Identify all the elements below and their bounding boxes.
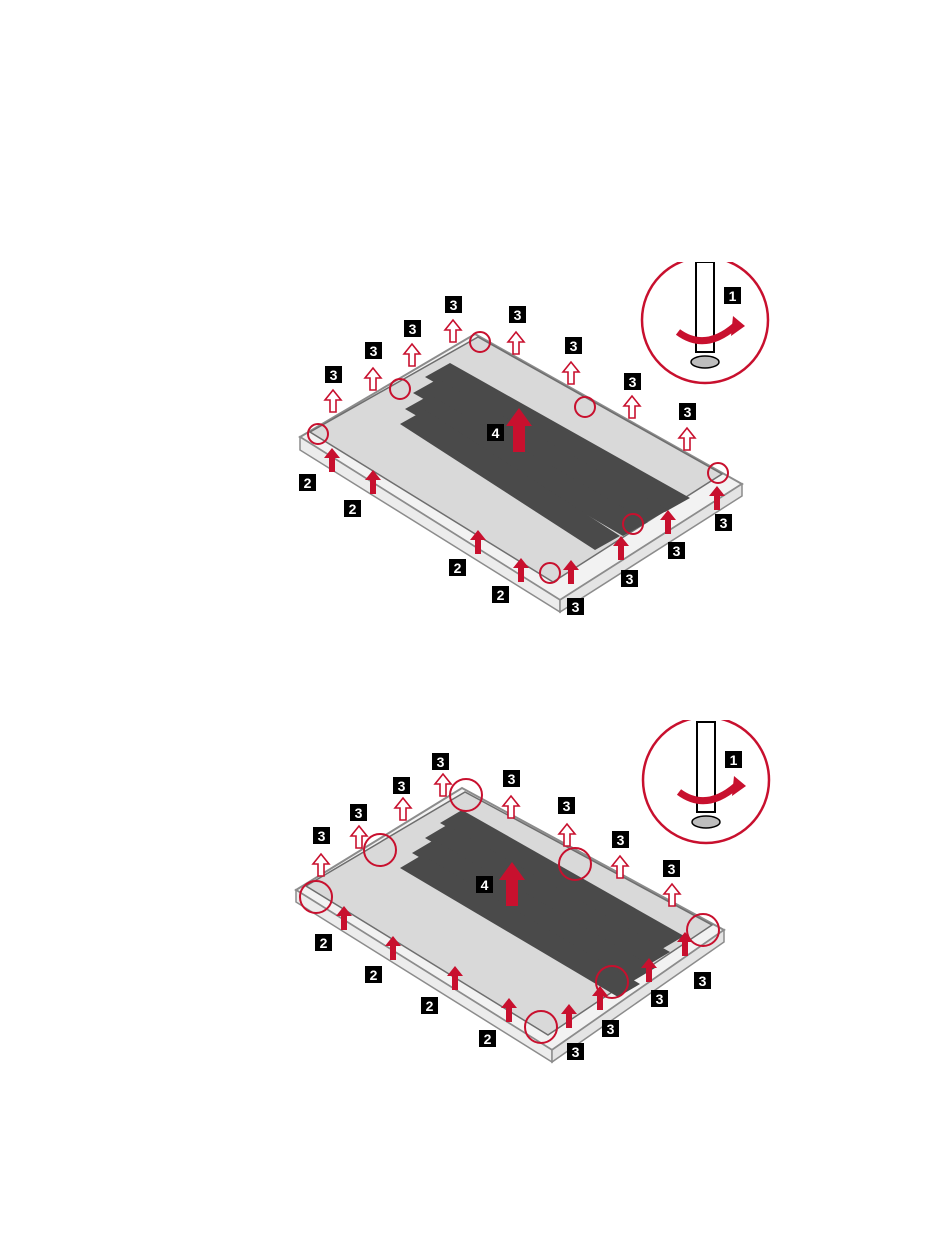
figure-1-svg: 1 4 2 2 2 2 3 3 3 3 3 3 3 3 3 3 — [0, 262, 950, 682]
svg-text:3: 3 — [626, 571, 634, 587]
svg-text:3: 3 — [572, 1044, 580, 1060]
svg-text:3: 3 — [617, 832, 625, 848]
svg-text:3: 3 — [514, 307, 522, 323]
svg-text:2: 2 — [370, 967, 378, 983]
svg-text:3: 3 — [629, 374, 637, 390]
step-label-4: 4 — [476, 876, 493, 893]
svg-text:3: 3 — [668, 861, 676, 877]
svg-text:2: 2 — [320, 935, 328, 951]
svg-text:2: 2 — [304, 475, 312, 491]
svg-text:3: 3 — [656, 991, 664, 1007]
step-label-1: 1 — [725, 751, 742, 768]
svg-text:4: 4 — [481, 877, 489, 893]
svg-text:1: 1 — [729, 288, 737, 304]
svg-text:2: 2 — [484, 1031, 492, 1047]
svg-text:3: 3 — [370, 343, 378, 359]
step-label-1: 1 — [724, 287, 741, 304]
svg-text:2: 2 — [454, 560, 462, 576]
svg-text:3: 3 — [318, 828, 326, 844]
svg-text:3: 3 — [684, 404, 692, 420]
svg-text:3: 3 — [570, 338, 578, 354]
figure-1: 1 4 2 2 2 2 3 3 3 3 3 3 3 3 3 3 — [0, 262, 950, 682]
step-label-4: 4 — [487, 424, 504, 441]
screwdriver-inset — [643, 720, 769, 843]
figure-2: 1 4 2 2 2 2 3 3 3 3 3 3 3 3 3 3 3 — [0, 720, 950, 1140]
figure-2-svg: 1 4 2 2 2 2 3 3 3 3 3 3 3 3 3 3 3 — [0, 720, 950, 1140]
svg-text:3: 3 — [699, 973, 707, 989]
svg-text:3: 3 — [607, 1021, 615, 1037]
svg-text:3: 3 — [508, 771, 516, 787]
svg-text:3: 3 — [409, 321, 417, 337]
svg-text:3: 3 — [330, 367, 338, 383]
svg-text:3: 3 — [450, 297, 458, 313]
screwdriver-inset — [642, 262, 768, 383]
svg-text:3: 3 — [398, 778, 406, 794]
svg-text:3: 3 — [437, 754, 445, 770]
svg-text:3: 3 — [563, 798, 571, 814]
svg-text:3: 3 — [355, 805, 363, 821]
svg-text:2: 2 — [426, 998, 434, 1014]
svg-text:2: 2 — [349, 501, 357, 517]
svg-text:3: 3 — [572, 599, 580, 615]
svg-text:2: 2 — [497, 587, 505, 603]
svg-text:3: 3 — [673, 543, 681, 559]
svg-text:3: 3 — [720, 515, 728, 531]
svg-text:4: 4 — [492, 425, 500, 441]
svg-text:1: 1 — [730, 752, 738, 768]
